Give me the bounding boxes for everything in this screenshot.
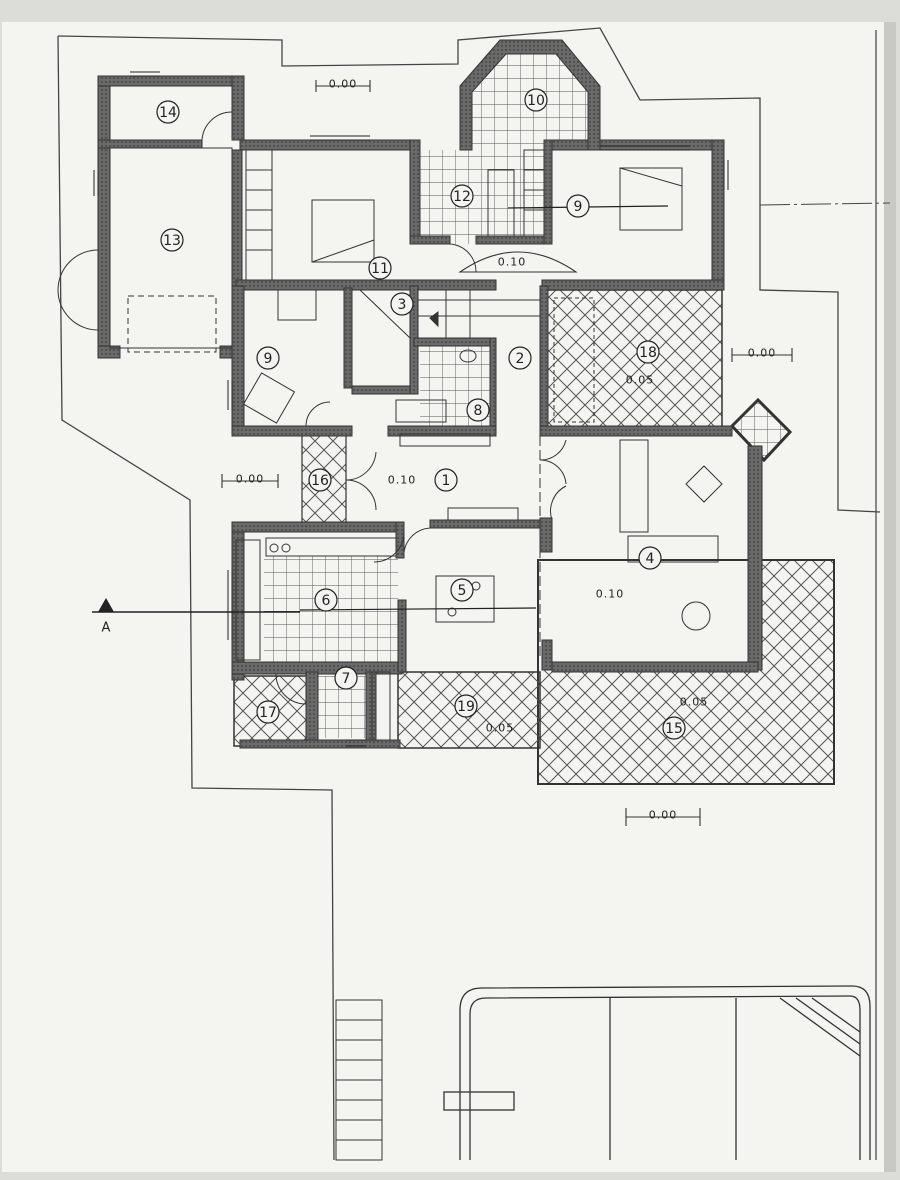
plot-axis-line (759, 202, 891, 206)
room-number-r10: 10 (527, 93, 545, 109)
room-number-r12: 12 (453, 189, 471, 205)
room-number-r16: 16 (311, 473, 329, 489)
level-lv10: 0.05 (486, 722, 515, 735)
room-number-r9b: 9 (574, 199, 583, 215)
room-marker-circle (508, 346, 532, 370)
level-lv2: 0.00 (236, 473, 265, 486)
room-number-r1: 1 (442, 473, 451, 489)
level-lv4: 0.00 (649, 809, 678, 822)
room-marker-circle (390, 292, 414, 316)
level-frames (221, 80, 793, 826)
room-number-r8: 8 (474, 403, 483, 419)
bath-12-tiles (414, 150, 546, 244)
room-number-r5: 5 (458, 583, 467, 599)
terrace-18 (545, 289, 723, 429)
room-number-r11: 11 (371, 261, 389, 277)
external-stair (335, 999, 383, 1161)
level-lv9: 0.05 (680, 696, 709, 709)
level-lv8: 0.05 (626, 374, 655, 387)
room-number-r14: 14 (159, 105, 177, 121)
room-marker-circle (454, 694, 478, 718)
level-lv3: 0.00 (748, 347, 777, 360)
terrace-15-cut (538, 560, 760, 670)
room-marker-circle (256, 700, 280, 724)
room-number-r15: 15 (665, 721, 683, 737)
room-number-r4: 4 (646, 551, 655, 567)
level-lv7: 0.10 (596, 588, 625, 601)
room-marker-circle (160, 228, 184, 252)
level-lv1: 0.00 (329, 78, 358, 91)
room-marker-circle (566, 194, 590, 218)
plot-boundary-west (57, 35, 335, 1161)
room-number-r17: 17 (259, 705, 277, 721)
interior-details (109, 147, 723, 741)
windows (93, 71, 729, 747)
room-marker-circle (434, 468, 458, 492)
garage-outline (443, 985, 871, 1160)
room-marker-circle (450, 578, 474, 602)
room-marker-circle (450, 184, 474, 208)
room-marker-circle (466, 398, 490, 422)
room-number-r18: 18 (639, 345, 657, 361)
section-marker-label: A (102, 621, 111, 636)
room-marker-circle (156, 100, 180, 124)
level-lv6: 0.10 (498, 256, 527, 269)
room-marker-circle (308, 468, 332, 492)
level-lv5: 0.10 (388, 474, 417, 487)
room-number-r2: 2 (516, 351, 525, 367)
room-number-r19: 19 (457, 699, 475, 715)
door-swings (57, 111, 578, 705)
room-number-r13: 13 (163, 233, 181, 249)
room-marker-circle (256, 346, 280, 370)
room-number-r7: 7 (342, 671, 351, 687)
section-line-a (92, 598, 537, 613)
room-marker-circle (662, 716, 686, 740)
room-marker-circle (334, 666, 358, 690)
room-number-r9a: 9 (264, 351, 273, 367)
room-number-r3: 3 (398, 297, 407, 313)
walls (97, 39, 763, 749)
room-marker-circle (368, 256, 392, 280)
room-marker-circle (314, 588, 338, 612)
level-labels: 0.00 0.00 0.00 0.00 0.10 0.10 0.10 0.05 0.05 0.05 (236, 78, 777, 822)
room-marker-circle (636, 340, 660, 364)
paper-edge (884, 22, 896, 1172)
kitchen-tiles (264, 556, 398, 666)
room-number-r6: 6 (322, 593, 331, 609)
plot-boundary (57, 27, 881, 513)
room-marker-circle (524, 88, 548, 112)
room-marker-circle (638, 546, 662, 570)
